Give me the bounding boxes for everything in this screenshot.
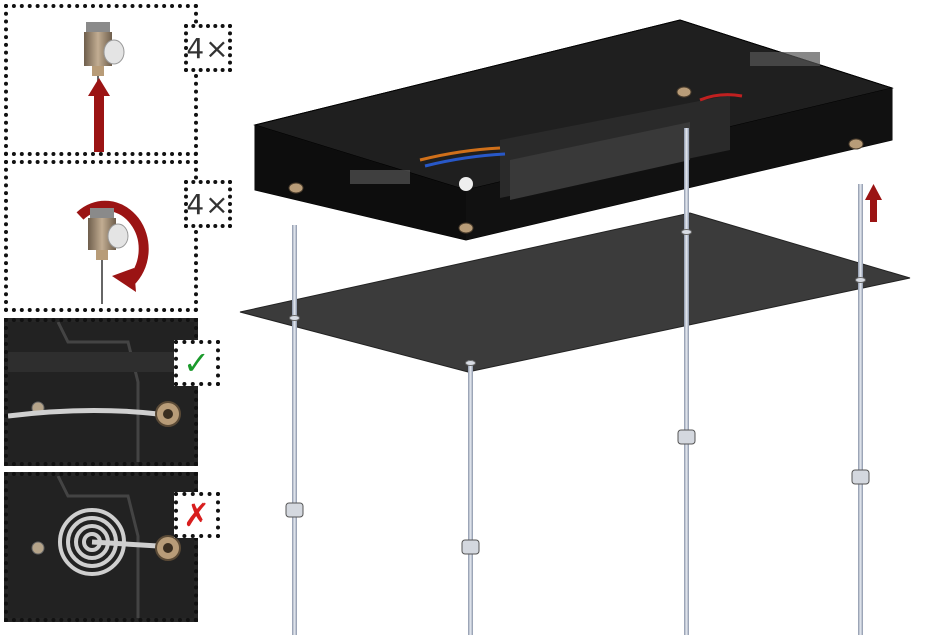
plate-washers bbox=[289, 229, 866, 366]
exploded-assembly-view bbox=[239, 19, 911, 635]
cable-straight-illustration bbox=[8, 322, 194, 462]
multiplier-label-1: 4× bbox=[186, 31, 230, 65]
shower-housing bbox=[253, 19, 894, 241]
multiplier-badge-2: 4× bbox=[184, 180, 232, 228]
rotate-arrow-icon bbox=[76, 200, 149, 292]
step-insert-panel bbox=[4, 4, 198, 156]
cable-correct-panel bbox=[4, 318, 198, 466]
mount-illustration-1 bbox=[84, 22, 125, 152]
check-badge: ✓ bbox=[174, 340, 220, 386]
ceiling-mount-icon bbox=[84, 22, 125, 92]
rod-nut-fittings bbox=[285, 429, 870, 555]
mount-illustration-2 bbox=[76, 200, 149, 304]
step-rotate-panel bbox=[4, 160, 198, 312]
cable-coiled-illustration bbox=[8, 476, 194, 618]
check-icon: ✓ bbox=[183, 344, 211, 382]
cable-wrong-panel bbox=[4, 472, 198, 622]
multiplier-badge-1: 4× bbox=[184, 24, 232, 72]
mount-nuts bbox=[288, 86, 864, 234]
lift-arrow-icon bbox=[865, 184, 882, 222]
up-arrow-icon bbox=[88, 78, 110, 152]
cross-badge: ✗ bbox=[174, 492, 220, 538]
cross-icon: ✗ bbox=[183, 496, 211, 534]
ceiling-mount-icon bbox=[88, 208, 129, 304]
ceiling-plate bbox=[239, 212, 911, 373]
threaded-rods bbox=[292, 128, 863, 635]
wiring-icon bbox=[419, 93, 743, 168]
vent-grille bbox=[350, 52, 820, 184]
multiplier-label-2: 4× bbox=[186, 187, 230, 221]
